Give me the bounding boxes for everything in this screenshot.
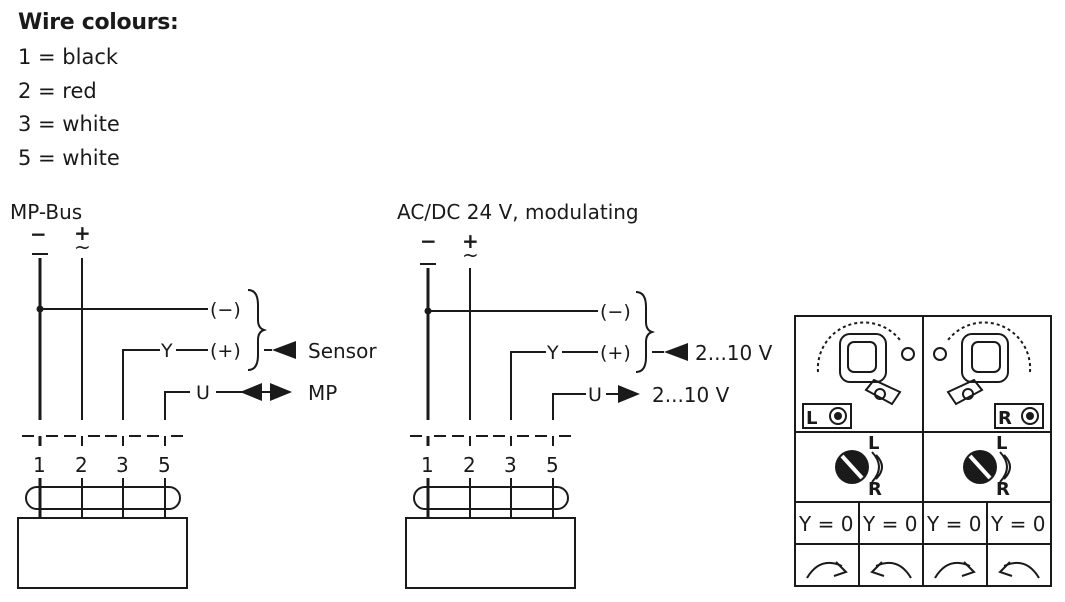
wire-colours-legend: Wire colours: 1 = black 2 = red 3 = whit…: [18, 10, 179, 175]
badge-left-frame: [802, 403, 852, 429]
y-zero-label-4: Y = 0: [990, 512, 1045, 536]
rotation-switch-right-icon: [963, 450, 1011, 484]
wire-number-1: 1: [421, 453, 434, 477]
neg-label: (−): [210, 299, 241, 321]
wire-5: [164, 391, 190, 420]
rotation-cw-icon: [934, 561, 976, 579]
pos-label: (+): [600, 342, 631, 364]
badge-left-knob-icon: [829, 407, 847, 425]
y-label: Y: [160, 340, 173, 362]
rotation-cw-icon: [806, 561, 848, 579]
rotation-switch-left-icon: [835, 450, 883, 484]
sensor-arrow-icon: [272, 341, 296, 359]
neg-label: (−): [600, 301, 631, 323]
wire-number-2: 2: [463, 453, 476, 477]
pos-label: (+): [210, 340, 241, 362]
rotation-ccw-icon: [998, 561, 1040, 579]
input-range-label: 2...10 V: [695, 341, 773, 365]
acdc-minus-symbol: −: [420, 229, 437, 253]
wire-number-5: 5: [546, 453, 559, 477]
legend-item-5: 5 = white: [18, 145, 120, 170]
cable-sheath: [25, 486, 181, 510]
switch-left-R-label: R: [868, 479, 882, 500]
y-zero-label-3: Y = 0: [926, 512, 981, 536]
switch-right-R-label: R: [996, 479, 1010, 500]
rotation-table: L R L R L: [794, 315, 1052, 587]
legend-item-3: 3 = white: [18, 112, 120, 136]
brace: [635, 291, 656, 373]
legend-item-1: 1 = black: [18, 45, 119, 69]
actuator-box: [405, 517, 576, 589]
output-range-label: 2...10 V: [652, 383, 730, 407]
legend-item-2: 2 = red: [18, 78, 97, 103]
wire-number-1: 1: [33, 453, 46, 477]
mp-arrow-left-icon: [240, 383, 262, 401]
acdc-title: AC/DC 24 V, modulating: [397, 200, 639, 224]
legend-title: Wire colours:: [18, 10, 179, 35]
u-label: U: [196, 382, 210, 404]
actuator-right-mount-icon: [933, 321, 1032, 406]
badge-right-knob-icon: [1021, 407, 1039, 425]
rotation-ccw-icon: [870, 561, 912, 579]
mp-bus-minus-symbol: −: [30, 222, 47, 246]
y-zero-label-1: Y = 0: [798, 512, 853, 536]
acdc-tilde-symbol: ~: [462, 243, 479, 267]
cable-sheath: [413, 486, 569, 510]
mp-bus-title: MP-Bus: [10, 200, 82, 224]
brace: [247, 289, 268, 371]
sensor-label: Sensor: [308, 339, 377, 363]
wire-number-3: 3: [116, 453, 129, 477]
u-label: U: [588, 384, 602, 406]
wire-3: [122, 349, 160, 420]
acdc-plus-symbol: +: [462, 229, 479, 253]
output-arrow-icon: [618, 385, 640, 403]
badge-right-frame: [994, 403, 1044, 429]
badge-right-letter: R: [998, 408, 1012, 429]
mp-bus-plus-symbol: +: [74, 221, 91, 245]
y-label: Y: [546, 342, 559, 364]
input-arrow-icon: [664, 343, 688, 361]
acdc-diagram: AC/DC 24 V, modulating − + ~ Y U (−) (+)…: [397, 200, 773, 589]
wire-3: [510, 351, 546, 420]
wire-5: [552, 393, 586, 420]
mp-bus-tilde-symbol: ~: [74, 235, 91, 259]
wire-number-5: 5: [158, 453, 171, 477]
y-zero-label-2: Y = 0: [862, 512, 917, 536]
switch-right-L-label: L: [996, 433, 1007, 454]
wire-number-3: 3: [504, 453, 517, 477]
wire-number-2: 2: [75, 453, 88, 477]
mp-label: MP: [308, 381, 337, 405]
actuator-left-mount-icon: [816, 321, 915, 406]
actuator-box: [17, 517, 188, 589]
mp-arrow-right-icon: [270, 383, 292, 401]
switch-left-L-label: L: [868, 433, 879, 454]
mp-bus-diagram: MP-Bus − + ~ Y U (−) (+) Sensor MP: [10, 200, 377, 589]
badge-left-letter: L: [806, 408, 817, 429]
